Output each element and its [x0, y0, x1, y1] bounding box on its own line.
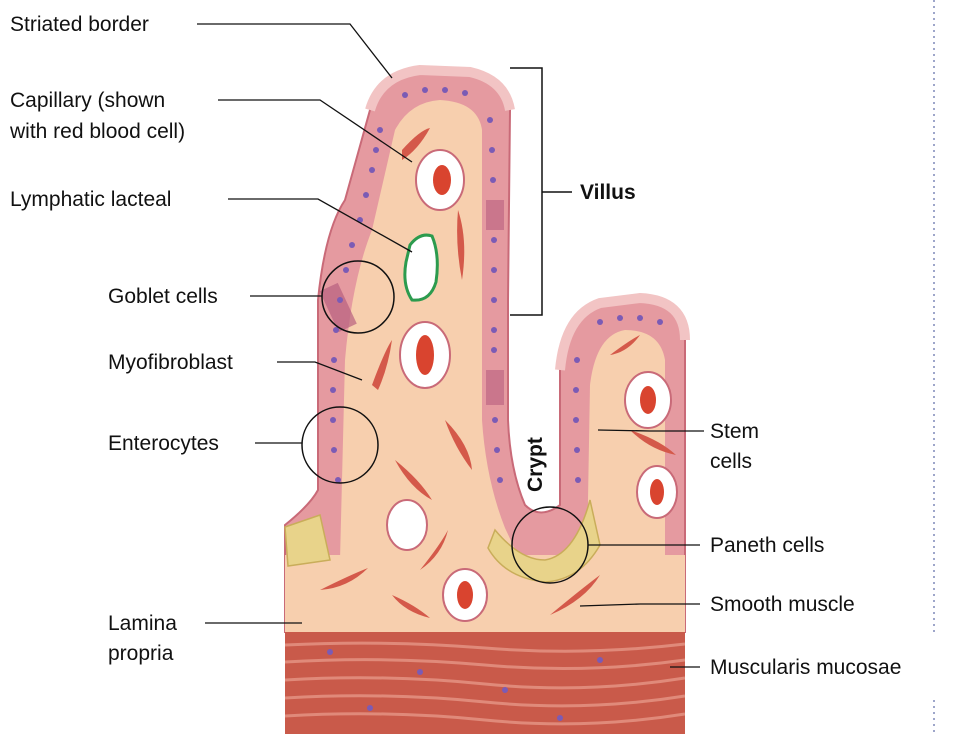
capillary [387, 500, 427, 550]
label-smooth-muscle: Smooth muscle [710, 593, 855, 616]
label-muscularis-mucosae: Muscularis mucosae [710, 656, 901, 679]
label-capillary-line1: Capillary (shown [10, 89, 165, 112]
goblet-cell [486, 200, 504, 230]
capillary [416, 150, 464, 210]
label-villus: Villus [580, 181, 636, 204]
muscularis-mucosae-layer [285, 632, 685, 734]
label-paneth-cells: Paneth cells [710, 534, 824, 557]
label-striated-border: Striated border [10, 13, 149, 36]
tissue-illustration [285, 70, 685, 734]
label-stem-line1: Stem [710, 420, 759, 443]
label-goblet-cells: Goblet cells [108, 285, 218, 308]
label-enterocytes: Enterocytes [108, 432, 219, 455]
label-crypt: Crypt [524, 437, 547, 492]
goblet-cell [486, 370, 504, 405]
capillary [637, 466, 677, 518]
label-lamina-line1: Lamina [108, 612, 177, 635]
capillary [625, 372, 671, 428]
capillary [400, 322, 450, 388]
lymphatic-lacteal [405, 235, 437, 300]
villus-bracket [510, 68, 542, 315]
label-myofibroblast: Myofibroblast [108, 351, 233, 374]
label-lymphatic-lacteal: Lymphatic lacteal [10, 188, 171, 211]
label-capillary-line2: with red blood cell) [9, 120, 185, 143]
label-lamina-line2: propria [108, 642, 174, 665]
capillary [443, 569, 487, 621]
label-stem-line2: cells [710, 450, 752, 473]
